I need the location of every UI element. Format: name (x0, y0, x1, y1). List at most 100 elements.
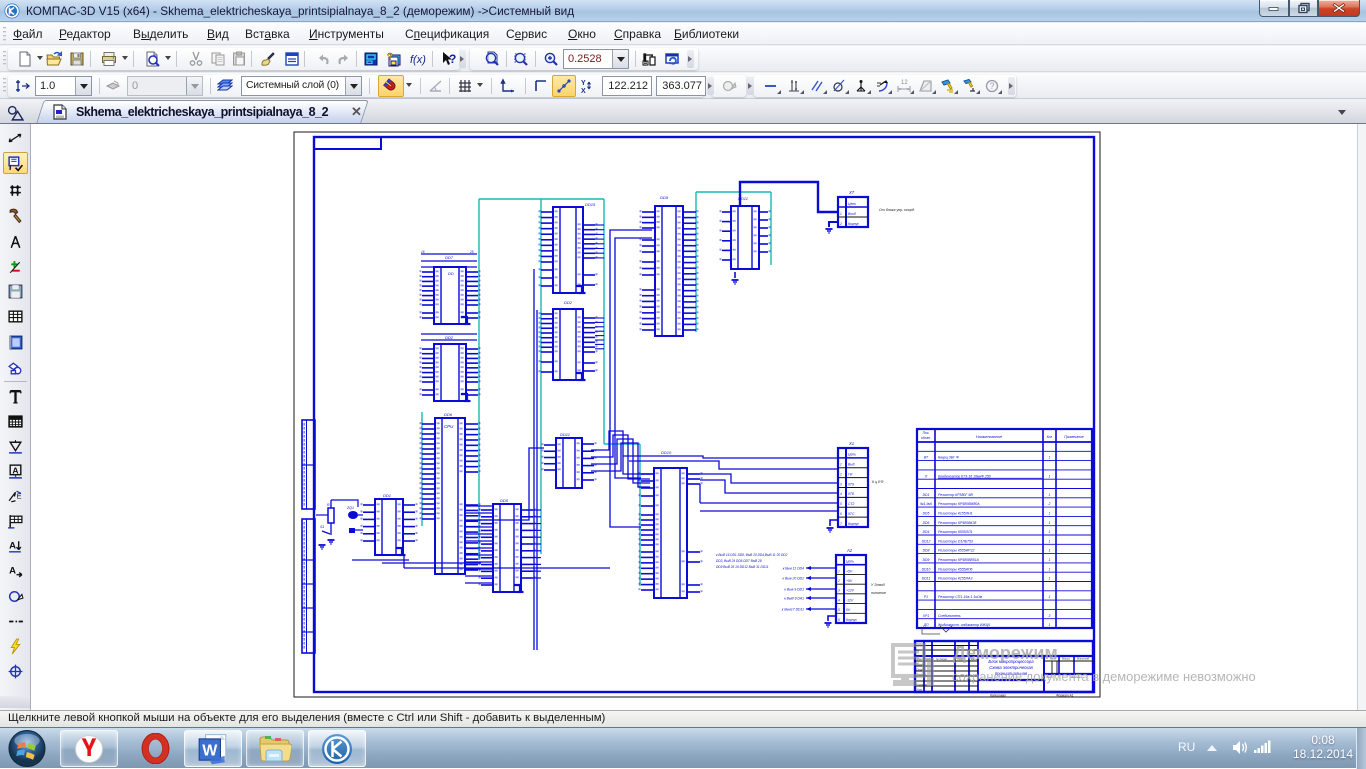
svg-text:№ докум.: № докум. (936, 657, 948, 661)
svg-text:Лист: Лист (1045, 675, 1054, 679)
svg-text:DD9: DD9 (923, 558, 930, 562)
svg-text:1: 1 (1049, 577, 1051, 581)
svg-text:Примечание: Примечание (1064, 435, 1084, 439)
svg-text:DD10: DD10 (922, 567, 931, 571)
svg-text:Утв.: Утв. (917, 688, 923, 692)
svg-text:Лит.: Лит. (1049, 657, 1056, 661)
svg-text:3: 3 (1049, 614, 1051, 618)
svg-text:9ТС: 9ТС (848, 512, 855, 516)
svg-text:Разраб.: Разраб. (917, 663, 927, 667)
svg-text:6: 6 (840, 512, 842, 516)
svg-text:2: 2 (1048, 502, 1051, 506)
svg-text:2: 2 (839, 222, 842, 226)
svg-text:DD5: DD5 (500, 498, 509, 503)
svg-text:1: 1 (838, 569, 840, 573)
svg-text:Резисторы К155ЛН1: Резисторы К155ЛН1 (938, 512, 973, 516)
svg-text:5: 5 (840, 502, 842, 506)
svg-text:1: 1 (840, 463, 842, 467)
svg-text:DD2: DD2 (445, 335, 454, 340)
svg-text:S1: S1 (320, 525, 324, 529)
svg-text:Дата: Дата (970, 657, 978, 661)
svg-text:Корпус: Корпус (848, 522, 859, 526)
svg-text:Цепь: Цепь (848, 202, 856, 206)
svg-text:A: A (9, 566, 16, 577)
svg-text:-12V: -12V (846, 598, 854, 602)
svg-text:?: ? (449, 52, 456, 66)
svg-text:Масса: Масса (1062, 657, 1070, 661)
svg-text:Цепь: Цепь (846, 560, 854, 564)
svg-text:Пров.: Пров. (917, 668, 924, 672)
svg-text:DD11: DD11 (922, 577, 931, 581)
svg-text:DD7: DD7 (445, 255, 454, 260)
svg-text:к Выв 11 DD4: к Выв 11 DD4 (783, 567, 804, 571)
svg-text:DD10: DD10 (661, 450, 672, 455)
svg-text:DD2: DD2 (564, 300, 573, 305)
svg-text:DD11: DD11 (738, 196, 748, 201)
svg-text:Блок микропроцессора: Блок микропроцессора (988, 659, 1034, 664)
svg-text:К ц ЕФ: К ц ЕФ (872, 480, 884, 484)
svg-text:Изм: Изм (917, 657, 922, 661)
svg-text:СТ2: СТ2 (848, 502, 854, 506)
svg-text:Резистор СП1-19а-1 1кОм: Резистор СП1-19а-1 1кОм (938, 595, 983, 599)
svg-text:0Т8: 0Т8 (848, 492, 854, 496)
svg-text:X: X (581, 88, 586, 94)
svg-text:0V: 0V (846, 608, 851, 612)
svg-text:Резисторы КР580ВК38: Резисторы КР580ВК38 (938, 521, 976, 525)
svg-text:Наименование: Наименование (976, 435, 1002, 439)
svg-text:Н.контр.: Н.контр. (917, 683, 928, 687)
svg-text:2: 2 (837, 579, 840, 583)
svg-text:7: 7 (840, 522, 842, 526)
svg-text:Формат A1: Формат A1 (1056, 694, 1074, 698)
svg-text:3: 3 (840, 482, 842, 486)
svg-text:A: A (9, 541, 16, 552)
svg-text:1: 1 (1049, 558, 1051, 562)
svg-text:Резистор КР580Г 9В: Резистор КР580Г 9В (938, 493, 973, 497)
svg-text:Резисторы D1ЛБ753: Резисторы D1ЛБ753 (938, 539, 973, 543)
svg-text:1: 1 (1049, 456, 1051, 460)
svg-text:1: 1 (1049, 493, 1051, 497)
svg-text:к Выв 9 DD1: к Выв 9 DD1 (784, 588, 804, 592)
svg-text:X7: X7 (848, 190, 855, 195)
svg-text:ZQ1: ZQ1 (346, 506, 354, 510)
svg-text:3: 3 (838, 589, 840, 593)
svg-text:16: 16 (421, 250, 425, 254)
svg-text:DD3, ВыВ 24 DD6 DD7 ВыВ 28: DD3, ВыВ 24 DD6 DD7 ВыВ 28 (716, 559, 762, 563)
svg-text:DD9 ВыВ 26 16 DD12 ВыВ 31 DD11: DD9 ВыВ 26 16 DD12 ВыВ 31 DD11 (716, 565, 769, 569)
svg-text:2: 2 (839, 472, 842, 476)
svg-text:4: 4 (838, 598, 840, 602)
svg-text:4: 4 (840, 492, 842, 496)
svg-text:Вы0: Вы0 (848, 463, 855, 467)
svg-text:Резисторы К555АП6: Резисторы К555АП6 (938, 567, 973, 571)
svg-text:ГИ: ГИ (848, 472, 853, 476)
svg-text:DD8: DD8 (923, 549, 930, 553)
svg-text:Подп.: Подп. (957, 657, 964, 661)
svg-text:Резисторы К155ЛА3: Резисторы К155ЛА3 (938, 577, 972, 581)
svg-text:ДП: ДП (923, 623, 929, 627)
svg-text:принципиальная: принципиальная (995, 671, 1028, 676)
svg-text:От блока упр. коорд.: От блока упр. коорд. (879, 208, 915, 212)
svg-text:DD12: DD12 (922, 539, 931, 543)
svg-text:Цепь: Цепь (848, 453, 856, 457)
svg-text:+12V: +12V (846, 589, 855, 593)
svg-text:Масштаб: Масштаб (1077, 657, 1090, 661)
svg-text:A: A (12, 466, 18, 476)
svg-text:DD6: DD6 (444, 412, 453, 417)
svg-text:к Выв 20 DD2: к Выв 20 DD2 (782, 577, 804, 581)
svg-text:Резисторы КР580ВМ80А: Резисторы КР580ВМ80А (938, 502, 980, 506)
svg-text:X1: X1 (848, 441, 854, 446)
svg-text:Корпус: Корпус (848, 222, 859, 226)
svg-text:1: 1 (1049, 539, 1051, 543)
svg-text:Схема электрическая: Схема электрическая (989, 665, 1033, 670)
svg-text:Соединитель: Соединитель (938, 614, 961, 618)
svg-text:0Т9: 0Т9 (848, 482, 854, 486)
svg-text:+5V: +5V (846, 569, 853, 573)
svg-text:+5V: +5V (846, 579, 853, 583)
svg-text:A2: A2 (846, 548, 853, 553)
svg-text:Резисторы К555ИР22: Резисторы К555ИР22 (938, 549, 975, 553)
svg-text:1: 1 (1049, 530, 1051, 534)
svg-text:Поз.: Поз. (923, 431, 930, 435)
svg-text:ВТ: ВТ (924, 456, 929, 460)
svg-text:к ВыВ 16 DD1 DD8, ВыВ 20 DD4,В: к ВыВ 16 DD1 DD8, ВыВ 20 DD4,ВыВ 11 20 D… (716, 553, 788, 557)
svg-text:1: 1 (1049, 474, 1051, 478)
svg-text:Резисторы К555ЛЛ1: Резисторы К555ЛЛ1 (938, 530, 973, 534)
